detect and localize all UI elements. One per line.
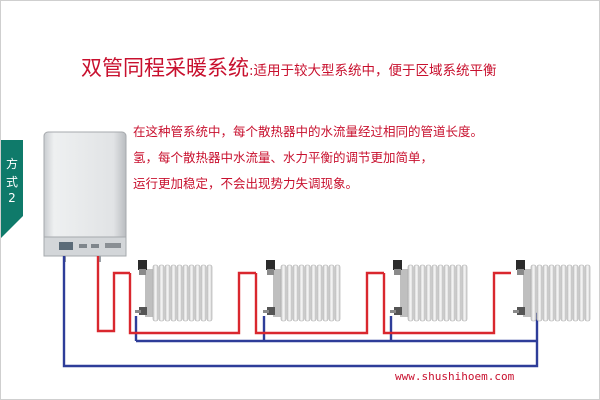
- description-line: 运行更加稳定，不会出现势力失调现象。: [133, 176, 359, 191]
- description-line: 氢，每个散热器中水流量、水力平衡的调节更加简单，: [133, 150, 434, 165]
- supply-pipe: [96, 256, 511, 335]
- side-tab-char: 方: [5, 157, 18, 171]
- radiator: [513, 260, 591, 322]
- lockshield-valve: [263, 307, 275, 315]
- thermostatic-valve: [393, 260, 402, 275]
- description-line: 在这种管系统中，每个散热器中的水流量经过相同的管道长度。: [133, 124, 484, 139]
- title-main: 双管同程采暖系统: [81, 56, 249, 80]
- thermostatic-valve: [266, 260, 275, 275]
- lockshield-valve: [135, 307, 147, 315]
- radiator: [135, 260, 213, 322]
- title-subtitle: :适用于较大型系统中，便于区域系统平衡: [249, 63, 497, 79]
- side-tab: [1, 140, 23, 238]
- boiler-display: [59, 242, 73, 250]
- radiator: [263, 260, 341, 322]
- thermostatic-valve: [138, 260, 147, 275]
- lockshield-valve: [513, 307, 525, 315]
- side-tab-char: 2: [8, 191, 16, 205]
- radiator: [390, 260, 468, 322]
- side-tab-char: 式: [5, 175, 18, 189]
- boiler: [43, 131, 127, 262]
- website-url[interactable]: www.shushihoem.com: [395, 370, 515, 383]
- page-title: 双管同程采暖系统:适用于较大型系统中，便于区域系统平衡: [81, 52, 497, 82]
- lockshield-valve: [390, 307, 402, 315]
- thermostatic-valve: [516, 260, 525, 275]
- radiators: [135, 260, 591, 322]
- boiler-logo: [105, 243, 121, 248]
